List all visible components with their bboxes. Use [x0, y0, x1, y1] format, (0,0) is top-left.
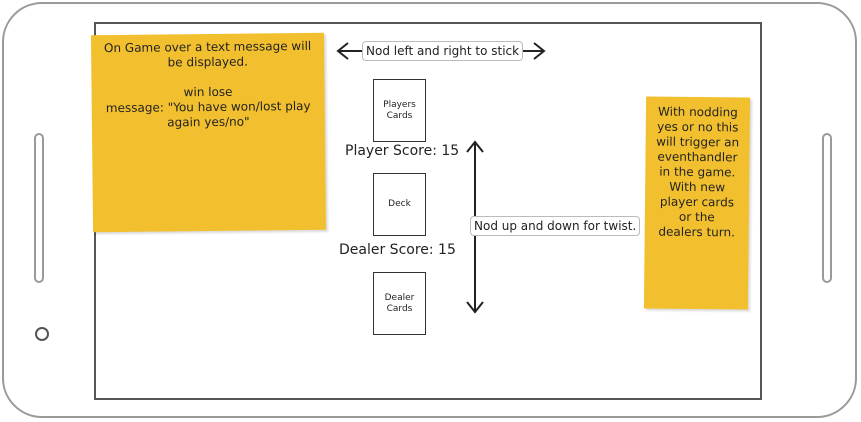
player-score: Player Score: 15 [345, 143, 460, 159]
card-label: Dealer [384, 292, 415, 303]
horizontal-arrow-icon [336, 42, 546, 60]
note-line: player cards [659, 194, 735, 210]
nod-left-right-label: Nod left and right to stick [362, 41, 524, 61]
note-line: will trigger an [656, 134, 740, 150]
note-line: again yes/no" [167, 114, 250, 130]
home-button[interactable] [35, 327, 49, 341]
note-line: With nodding [657, 104, 738, 120]
note-line: message: "You have won/lost play [105, 98, 311, 116]
deck-card: Deck [373, 173, 426, 236]
game-over-note: On Game over a text message will be disp… [90, 32, 327, 233]
note-line: or the [678, 209, 715, 225]
note-line: dealers turn. [658, 224, 736, 240]
nodding-event-note: With nodding yes or no this will trigger… [643, 96, 751, 310]
card-label: Players [383, 99, 416, 110]
note-line: With new [669, 179, 726, 195]
card-label: Cards [386, 303, 413, 314]
dealer-score: Dealer Score: 15 [339, 242, 456, 258]
card-label: Deck [388, 199, 411, 209]
note-line: yes or no this [657, 119, 739, 135]
nod-up-down-label: Nod up and down for twist. [470, 216, 641, 236]
note-line: eventhandler [657, 149, 738, 165]
left-side-button [34, 133, 44, 283]
note-line: in the game. [659, 164, 736, 180]
right-side-button [822, 133, 832, 283]
card-label: Cards [386, 110, 413, 121]
note-line: On Game over a text message will [103, 38, 312, 56]
dealer-cards: Dealer Cards [373, 272, 426, 335]
players-cards: Players Cards [373, 79, 426, 142]
